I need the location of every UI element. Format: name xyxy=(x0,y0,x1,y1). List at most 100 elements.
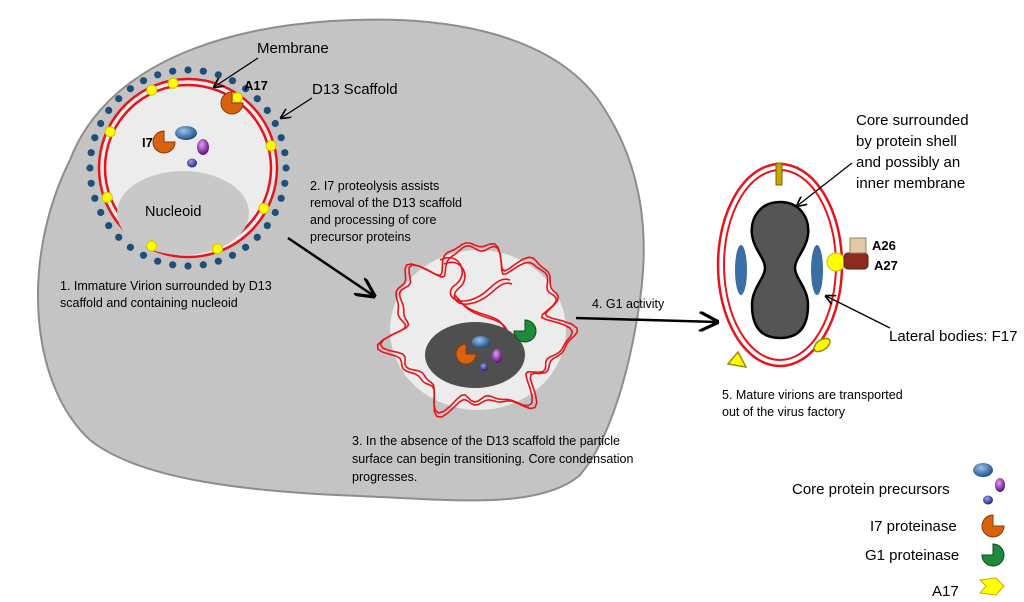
lateral-bodies-label: Lateral bodies: F17 xyxy=(889,328,1017,345)
a17-markers xyxy=(101,77,277,255)
step3-to-step5-arrow xyxy=(575,318,717,322)
i7-proteinase-icon xyxy=(152,130,176,154)
immature-virion xyxy=(86,66,290,270)
d13-scaffold-dots xyxy=(86,66,290,270)
legend-a17-label: A17 xyxy=(932,583,959,600)
scaffold-dot xyxy=(126,85,134,93)
core-precursor-purple xyxy=(492,349,502,363)
legend-a17-icon xyxy=(978,577,1005,596)
scaffold-dot xyxy=(199,261,207,269)
legend-core-precursor-purple-icon xyxy=(995,478,1005,492)
core-precursor-blue xyxy=(175,126,197,140)
i7-proteinase-icon xyxy=(455,343,477,365)
step2-caption: 2. I7 proteolysis assists removal of the… xyxy=(310,179,465,244)
scaffold-dot xyxy=(105,106,113,114)
nucleoid-label: Nucleoid xyxy=(145,204,201,220)
legend-core-precursor-small-icon xyxy=(983,495,993,505)
scaffold-dot xyxy=(126,243,134,251)
lateral-bodies-pointer xyxy=(826,296,891,329)
a17-dot xyxy=(211,243,223,255)
scaffold-dot xyxy=(154,71,162,79)
step5-caption: 5. Mature virions are transported out of… xyxy=(722,388,906,419)
scaffold-dot xyxy=(253,95,261,103)
a17-proteinase-icon xyxy=(220,91,244,115)
scaffold-dot xyxy=(169,261,177,269)
scaffold-dot xyxy=(184,262,192,270)
core-shell-pointer xyxy=(797,162,853,206)
scaffold-dot xyxy=(263,106,271,114)
a17-top-marker xyxy=(775,162,783,186)
core-precursor-purple xyxy=(197,139,209,155)
scaffold-dot xyxy=(87,179,95,187)
legend-g1-proteinase-icon xyxy=(981,543,1005,567)
step4-caption: 4. G1 activity xyxy=(592,297,665,311)
a17-dot xyxy=(101,191,113,203)
core-precursor-small xyxy=(187,158,197,168)
scaffold-dot xyxy=(91,134,99,142)
scaffold-dot xyxy=(281,179,289,187)
a17-dot xyxy=(231,92,243,104)
scaffold-dot xyxy=(253,233,261,241)
scaffold-dot xyxy=(184,66,192,74)
lateral-body-right xyxy=(811,245,823,295)
scaffold-dot xyxy=(228,251,237,259)
a17-dot xyxy=(146,84,158,96)
legend-core-precursor-blue-icon xyxy=(973,463,993,477)
scaffold-dot xyxy=(115,95,123,103)
step1-caption: 1. Immature Virion surrounded by D13 sca… xyxy=(60,279,275,310)
scaffold-dot xyxy=(86,164,94,172)
i7-label: I7 xyxy=(142,135,153,150)
scaffold-dot xyxy=(199,67,207,75)
a17-dot xyxy=(258,202,270,214)
scaffold-dot xyxy=(154,257,162,265)
d13-scaffold-label: D13 Scaffold xyxy=(312,81,398,98)
legend: Core protein precursors I7 proteinase G1… xyxy=(792,463,1005,600)
scaffold-dot xyxy=(91,194,99,202)
d13-scaffold-remnants xyxy=(376,242,579,418)
scaffold-dot xyxy=(115,233,123,241)
scaffold-dot xyxy=(228,77,237,85)
step1-to-step2-arrow xyxy=(287,236,374,296)
mature-core xyxy=(750,200,810,340)
nucleoid-shape xyxy=(117,171,249,255)
a17-bottom-left-marker xyxy=(726,350,748,368)
scaffold-dot xyxy=(277,194,285,202)
step3-caption: 3. In the absence of the D13 scaffold th… xyxy=(352,434,637,484)
scaffold-dot xyxy=(97,208,105,217)
scaffold-remnant-line xyxy=(379,245,574,414)
scaffold-dot xyxy=(87,149,95,157)
scaffold-dot xyxy=(282,164,290,172)
a17-dot xyxy=(167,77,179,89)
g1-proteinase-icon xyxy=(513,319,537,343)
legend-g1-proteinase-label: G1 proteinase xyxy=(865,547,959,564)
legend-i7-proteinase-label: I7 proteinase xyxy=(870,518,957,535)
scaffold-remnant-loop xyxy=(443,261,513,305)
scaffold-dot xyxy=(139,77,148,85)
a17-label: A17 xyxy=(244,78,268,93)
scaffold-dot xyxy=(139,251,148,259)
a17-bottom-right-marker xyxy=(813,337,831,353)
scaffold-remnant-loop xyxy=(457,297,509,334)
scaffold-remnant-loop xyxy=(439,257,511,302)
mature-virion xyxy=(716,162,869,368)
scaffold-dot xyxy=(214,71,222,79)
core-shell-label: Core surrounded by protein shell and pos… xyxy=(856,112,973,192)
d13-scaffold-pointer xyxy=(281,97,313,118)
membrane-label: Membrane xyxy=(257,40,329,57)
a26-label: A26 xyxy=(872,238,896,253)
a27-label: A27 xyxy=(874,258,898,273)
scaffold-dot xyxy=(277,134,285,142)
a27-icon xyxy=(843,252,869,270)
scaffold-dot xyxy=(271,208,279,217)
transitioning-particle xyxy=(376,242,579,418)
scaffold-dot xyxy=(242,85,250,93)
scaffold-dot xyxy=(169,67,177,75)
core-precursor-small xyxy=(480,363,488,371)
scaffold-dot xyxy=(242,243,250,251)
scaffold-dot xyxy=(97,119,105,128)
scaffold-dot xyxy=(263,222,271,230)
scaffold-remnant-line xyxy=(376,242,579,418)
legend-i7-proteinase-icon xyxy=(981,514,1005,538)
scaffold-dot xyxy=(105,222,113,230)
